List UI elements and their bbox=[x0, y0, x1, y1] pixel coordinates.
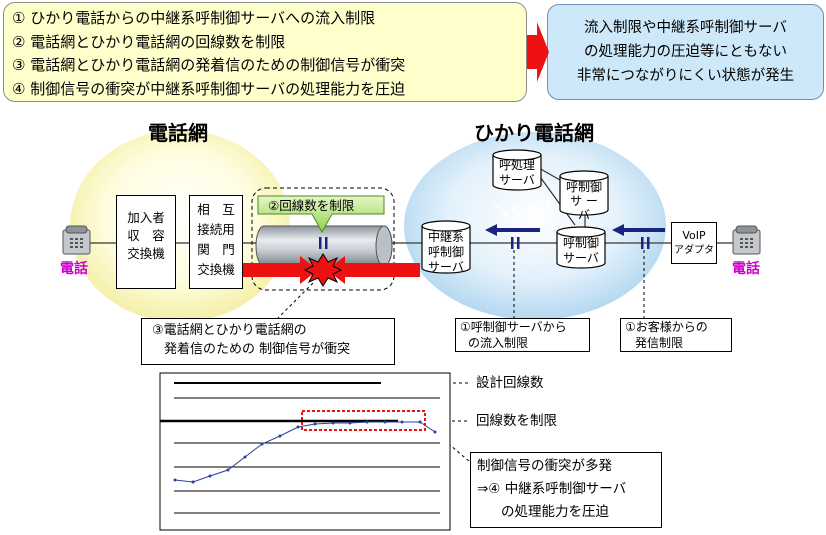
phone-right-icon bbox=[732, 225, 761, 255]
customer-limit-line-1: ①お客様からの bbox=[625, 320, 708, 334]
inflow-limit-mark bbox=[511, 237, 514, 249]
phone-network-label: 電話網 bbox=[148, 121, 208, 145]
line-usage-curve bbox=[174, 421, 436, 483]
collision-callout: ③電話網とひかり電話網の 発着信のための 制御信号が衝突 bbox=[141, 318, 395, 365]
call-processing-label-1: 呼処理 bbox=[498, 158, 535, 172]
inflow-limit-line-1: ①呼制御サーバから bbox=[460, 320, 567, 334]
overload-line-2: ⇒④ 中継系呼制御サーバ bbox=[477, 481, 627, 497]
interconnect-switch-box: 相 互 接続用 関 門 交換機 bbox=[189, 195, 243, 289]
trunk-dashed-frame bbox=[251, 187, 395, 291]
problem-item-2: ② 電話網とひかり電話網の回線数を制限 bbox=[12, 32, 286, 51]
voip-adapter-box: VoIP アダプタ bbox=[671, 222, 717, 264]
overload-callout: 制御信号の衝突が多発 ⇒④ 中継系呼制御サーバ の処理能力を圧迫 bbox=[470, 452, 662, 528]
voip-adapter-label-2: アダプタ bbox=[674, 245, 714, 256]
problem-item-1: ① ひかり電話からの中継系呼制御サーバへの流入制限 bbox=[12, 9, 376, 27]
limit-green-arrow bbox=[257, 195, 385, 234]
collision-callout-line-2: 発着信のための 制御信号が衝突 bbox=[164, 342, 351, 357]
call-processing-server-label: 呼処理 サーバ bbox=[493, 158, 541, 188]
red-arrow-left bbox=[220, 256, 318, 284]
call-control-lower-label-1: 呼制御 bbox=[562, 236, 599, 250]
problem-item-3: ③ 電話網とひかり電話網の発着信のための制御信号が衝突 bbox=[12, 56, 406, 74]
problem-list-box: ① ひかり電話からの中継系呼制御サーバへの流入制限 ② 電話網とひかり電話網の回… bbox=[3, 2, 527, 102]
inflow-limit-line-2: の流入制限 bbox=[468, 336, 529, 350]
call-control-upper-label-3: バ bbox=[577, 208, 590, 222]
saturation-highlight bbox=[301, 410, 426, 431]
call-processing-label-2: サーバ bbox=[499, 173, 535, 187]
interconnect-switch-label-4: 交換機 bbox=[197, 262, 235, 277]
overload-line-3: の処理能力を圧迫 bbox=[501, 504, 609, 520]
result-arrow bbox=[527, 22, 549, 82]
result-line-1: 流入制限や中継系呼制御サーバ bbox=[584, 20, 787, 36]
phone-network-ellipse bbox=[70, 130, 290, 322]
call-control-upper-server-label: 呼制御 サ ー バ bbox=[560, 180, 608, 222]
problem-item-4: ④ 制御信号の衝突が中継系呼制御サーバの処理能力を圧迫 bbox=[12, 79, 406, 98]
overload-line-1: 制御信号の衝突が多発 bbox=[477, 458, 612, 474]
server-call-control-lower bbox=[556, 232, 606, 269]
flow-arrow-to-relay bbox=[485, 224, 540, 236]
limit-lines-label: 回線数を制限 bbox=[476, 413, 557, 429]
inflow-limit-callout: ①呼制御サーバから の流入制限 bbox=[455, 318, 590, 352]
subscriber-switch-label-3: 交換機 bbox=[127, 246, 165, 261]
flow-arrow-to-control bbox=[612, 224, 665, 236]
design-lines-label: 設計回線数 bbox=[476, 375, 544, 391]
red-arrow-right bbox=[327, 256, 420, 284]
collision-callout-line-1: ③電話網とひかり電話網の bbox=[152, 323, 307, 338]
relay-label-1: 中継系 bbox=[427, 230, 464, 244]
call-control-upper-label-2: サ ー bbox=[570, 194, 598, 208]
call-control-upper-label-1: 呼制御 bbox=[565, 180, 602, 194]
server-call-processing bbox=[492, 155, 542, 191]
customer-limit-line-2: 発信制限 bbox=[635, 336, 684, 350]
customer-limit-callout: ①お客様からの 発信制限 bbox=[620, 318, 732, 352]
phone-left-icon bbox=[62, 225, 91, 255]
interconnect-switch-label-3: 関 門 bbox=[197, 242, 235, 257]
server-relay bbox=[421, 226, 471, 274]
voip-adapter-label-1: VoIP bbox=[682, 229, 706, 242]
trunk-limit-mark bbox=[319, 237, 322, 249]
phone-right-label: 電話 bbox=[732, 261, 760, 277]
server-call-control-upper bbox=[559, 176, 609, 216]
customer-limit-mark bbox=[641, 237, 644, 249]
graph-frame bbox=[159, 372, 451, 531]
call-control-lower-label-2: サーバ bbox=[563, 251, 599, 265]
phone-left-label: 電話 bbox=[60, 261, 88, 277]
relay-label-2: 呼制御 bbox=[427, 245, 464, 259]
interconnect-switch-label-1: 相 互 bbox=[197, 202, 235, 217]
relay-label-3: サーバ bbox=[428, 260, 464, 274]
subscriber-switch-label-2: 収 容 bbox=[127, 228, 165, 243]
subscriber-switch-box: 加入者 収 容 交換機 bbox=[116, 195, 176, 289]
hikari-network-label: ひかり電話網 bbox=[474, 121, 594, 145]
interconnect-switch-label-2: 接続用 bbox=[197, 222, 235, 237]
relay-call-control-server-label: 中継系 呼制御 サーバ bbox=[422, 230, 470, 275]
result-box: 流入制限や中継系呼制御サーバ の処理能力の圧迫等にともない 非常につながりにくい… bbox=[547, 4, 824, 100]
result-line-2: の処理能力の圧迫等にともない bbox=[584, 44, 787, 60]
line-limit-label: ②回線数を制限 bbox=[268, 198, 355, 213]
result-line-3: 非常につながりにくい状態が発生 bbox=[576, 68, 795, 84]
call-control-lower-server-label: 呼制御 サーバ bbox=[557, 236, 605, 266]
subscriber-switch-label-1: 加入者 bbox=[127, 210, 165, 225]
collision-burst bbox=[303, 253, 343, 287]
